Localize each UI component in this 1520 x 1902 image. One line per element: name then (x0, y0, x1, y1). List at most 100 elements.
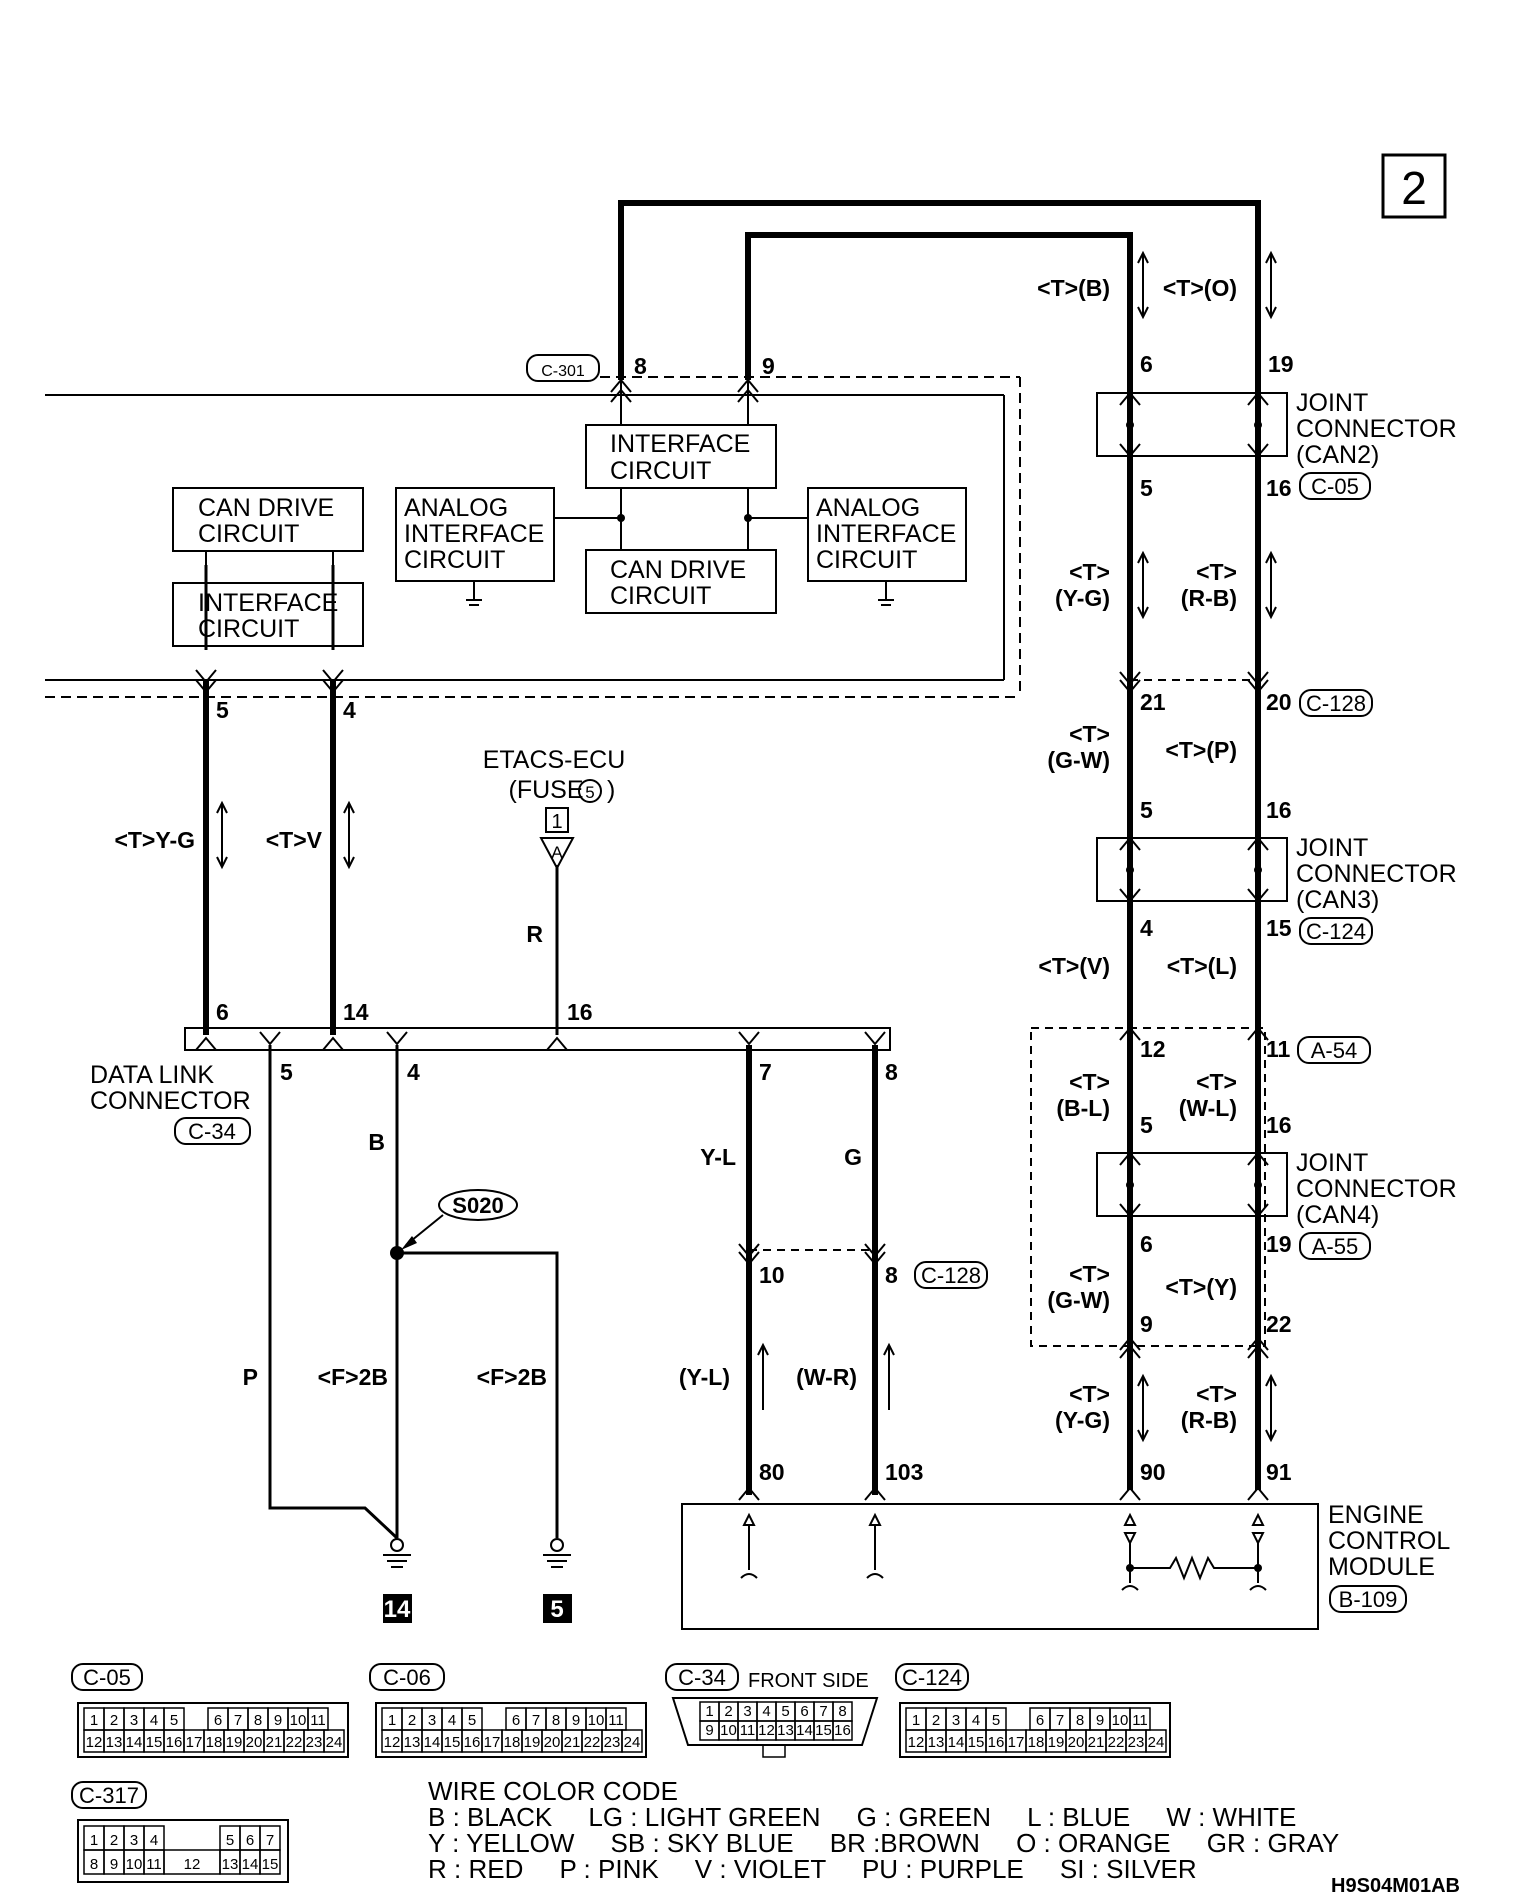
c05-grid-pin-label: 7 (234, 1712, 242, 1729)
svg-text:S020: S020 (452, 1193, 503, 1218)
c34-pin-label: 2 (724, 1703, 732, 1720)
pin-dlc-6: 6 (216, 999, 229, 1025)
svg-text:1: 1 (551, 811, 562, 833)
figure-code: H9S04M01AB (1331, 1875, 1460, 1897)
wire-label-wr: (W-R) (796, 1364, 857, 1390)
c05-grid-pin-label: 22 (286, 1734, 303, 1751)
pin-dlc-16: 16 (567, 999, 593, 1025)
svg-text:CAN DRIVE: CAN DRIVE (610, 556, 746, 584)
c34-pin-label: 1 (705, 1703, 713, 1720)
c06-grid-pin-label: 16 (464, 1734, 481, 1751)
joint-connector-can3: JOINT CONNECTOR (CAN3) C-124 (1096, 834, 1457, 945)
c317-pin-label: 12 (184, 1856, 201, 1873)
c05-grid-pin-label: 21 (266, 1734, 283, 1751)
c124-grid-pin-label: 20 (1068, 1734, 1085, 1751)
c124-grid-pin-label: 5 (992, 1712, 1000, 1729)
pin-c301-9: 9 (762, 353, 775, 379)
c124-grid-pin-label: 17 (1008, 1734, 1025, 1751)
c06-grid-pin-label: 22 (584, 1734, 601, 1751)
ground-5: 5 (543, 1538, 572, 1623)
c06-grid-pin-label: 7 (532, 1712, 540, 1729)
can-drive-circuit-left: CAN DRIVE CIRCUIT (172, 487, 364, 583)
pin-can4-16: 16 (1266, 1112, 1292, 1138)
c124-grid-pin-label: 13 (928, 1734, 945, 1751)
svg-text:CIRCUIT: CIRCUIT (404, 546, 505, 574)
svg-text:CONNECTOR: CONNECTOR (90, 1087, 251, 1115)
a54-terminals (1119, 1026, 1269, 1041)
c06-grid-pin-label: 1 (388, 1712, 396, 1729)
svg-text:(CAN3): (CAN3) (1296, 886, 1379, 914)
c06-grid-pin-label: 11 (608, 1712, 624, 1729)
c05-grid-pin-label: 16 (166, 1734, 183, 1751)
pin-a55-22: 22 (1266, 1311, 1292, 1337)
c124-grid-pin-label: 18 (1028, 1734, 1045, 1751)
wire-label-t-yg: <T>Y-G (114, 827, 195, 853)
c124-grid-pin-label: 3 (952, 1712, 960, 1729)
c05-grid-pin-label: 10 (290, 1712, 307, 1729)
c34-pin-label: 15 (815, 1722, 832, 1739)
page-number: 2 (1401, 162, 1427, 214)
svg-text:CIRCUIT: CIRCUIT (610, 457, 711, 485)
svg-text:B : BLACK LG : LIGHT GREEN: B : BLACK LG : LIGHT GREEN G : GREEN L :… (428, 1802, 1296, 1832)
c06-grid-pin-label: 17 (484, 1734, 501, 1751)
c124-grid-pin-label: 4 (972, 1712, 980, 1729)
c124-grid-pin-label: 10 (1112, 1712, 1129, 1729)
pin-dlc-4: 4 (407, 1059, 420, 1085)
pin-top-19: 19 (1268, 351, 1294, 377)
c317-pin-label: 15 (262, 1856, 279, 1873)
c05-grid-pin-label: 19 (226, 1734, 243, 1751)
wire-label-b: B (368, 1129, 385, 1155)
svg-text:JOINT: JOINT (1296, 389, 1368, 417)
svg-text:CONTROL: CONTROL (1328, 1527, 1450, 1555)
pin-left-5: 5 (216, 697, 229, 723)
svg-text:CONNECTOR: CONNECTOR (1296, 415, 1457, 443)
wire-label-t-b: <T>(B) (1037, 275, 1110, 301)
svg-text:<T>: <T> (1069, 1381, 1110, 1407)
wire-label-p: P (243, 1364, 258, 1390)
pin-c128-8: 8 (885, 1262, 898, 1288)
c05-grid-pin-label: 13 (106, 1734, 123, 1751)
c06-grid-pin-label: 15 (444, 1734, 461, 1751)
c06-grid-pin-label: 5 (468, 1712, 476, 1729)
svg-text:ETACS-ECU: ETACS-ECU (483, 746, 626, 774)
svg-text:INTERFACE: INTERFACE (198, 589, 338, 617)
bidirectional-arrows-left (216, 800, 355, 870)
c06-grid-pin-label: 6 (512, 1712, 520, 1729)
pin-can3-16: 16 (1266, 797, 1292, 823)
c06-grid-pin-label: 14 (424, 1734, 441, 1751)
svg-text:DATA LINK: DATA LINK (90, 1061, 214, 1089)
c06-grid-pin-label: 4 (448, 1712, 456, 1729)
c124-grid-pin-label: 11 (1132, 1712, 1148, 1729)
c05-grid-pin-label: 24 (326, 1734, 343, 1751)
svg-text:CONNECTOR: CONNECTOR (1296, 1175, 1457, 1203)
c317-pin-label: 14 (242, 1856, 259, 1873)
pin-can3-15: 15 (1266, 915, 1292, 941)
pin-ecm-91: 91 (1266, 1459, 1292, 1485)
svg-text:INTERFACE: INTERFACE (610, 430, 750, 458)
c05-grid-pin-label: 23 (306, 1734, 323, 1751)
etacs-fuse-feed: ETACS-ECU (FUSE 5 ) 1 A (483, 746, 626, 871)
joint-connector-can4: JOINT CONNECTOR (CAN4) A-55 (1096, 1149, 1457, 1260)
c317-pin-label: 7 (266, 1832, 274, 1849)
analog-interface-circuit-left: ANALOG INTERFACE CIRCUIT (395, 487, 625, 606)
wire-label-t-o: <T>(O) (1163, 275, 1237, 301)
svg-text:ANALOG: ANALOG (404, 494, 508, 522)
wire-label-yg-2: (Y-G) (1055, 1407, 1110, 1433)
pin-a54-12: 12 (1140, 1036, 1166, 1062)
c34-pin-label: 16 (834, 1722, 851, 1739)
c06-grid-pin-label: 2 (408, 1712, 416, 1729)
wire-label-yg-1: (Y-G) (1055, 585, 1110, 611)
svg-text:<T>: <T> (1196, 1069, 1237, 1095)
svg-text:JOINT: JOINT (1296, 834, 1368, 862)
c124-grid-pin-label: 1 (912, 1712, 920, 1729)
c34-pin-label: 10 (720, 1722, 737, 1739)
c317-pin-label: 11 (146, 1856, 162, 1873)
dashed-harness-box (1030, 1027, 1266, 1347)
c317-pin-label: 2 (110, 1832, 118, 1849)
c124-grid-pin-label: 8 (1076, 1712, 1084, 1729)
c06-grid-pin-label: 8 (552, 1712, 560, 1729)
wire-label-f2b-1: <F>2B (318, 1364, 388, 1390)
pin-can4-6: 6 (1140, 1231, 1153, 1257)
